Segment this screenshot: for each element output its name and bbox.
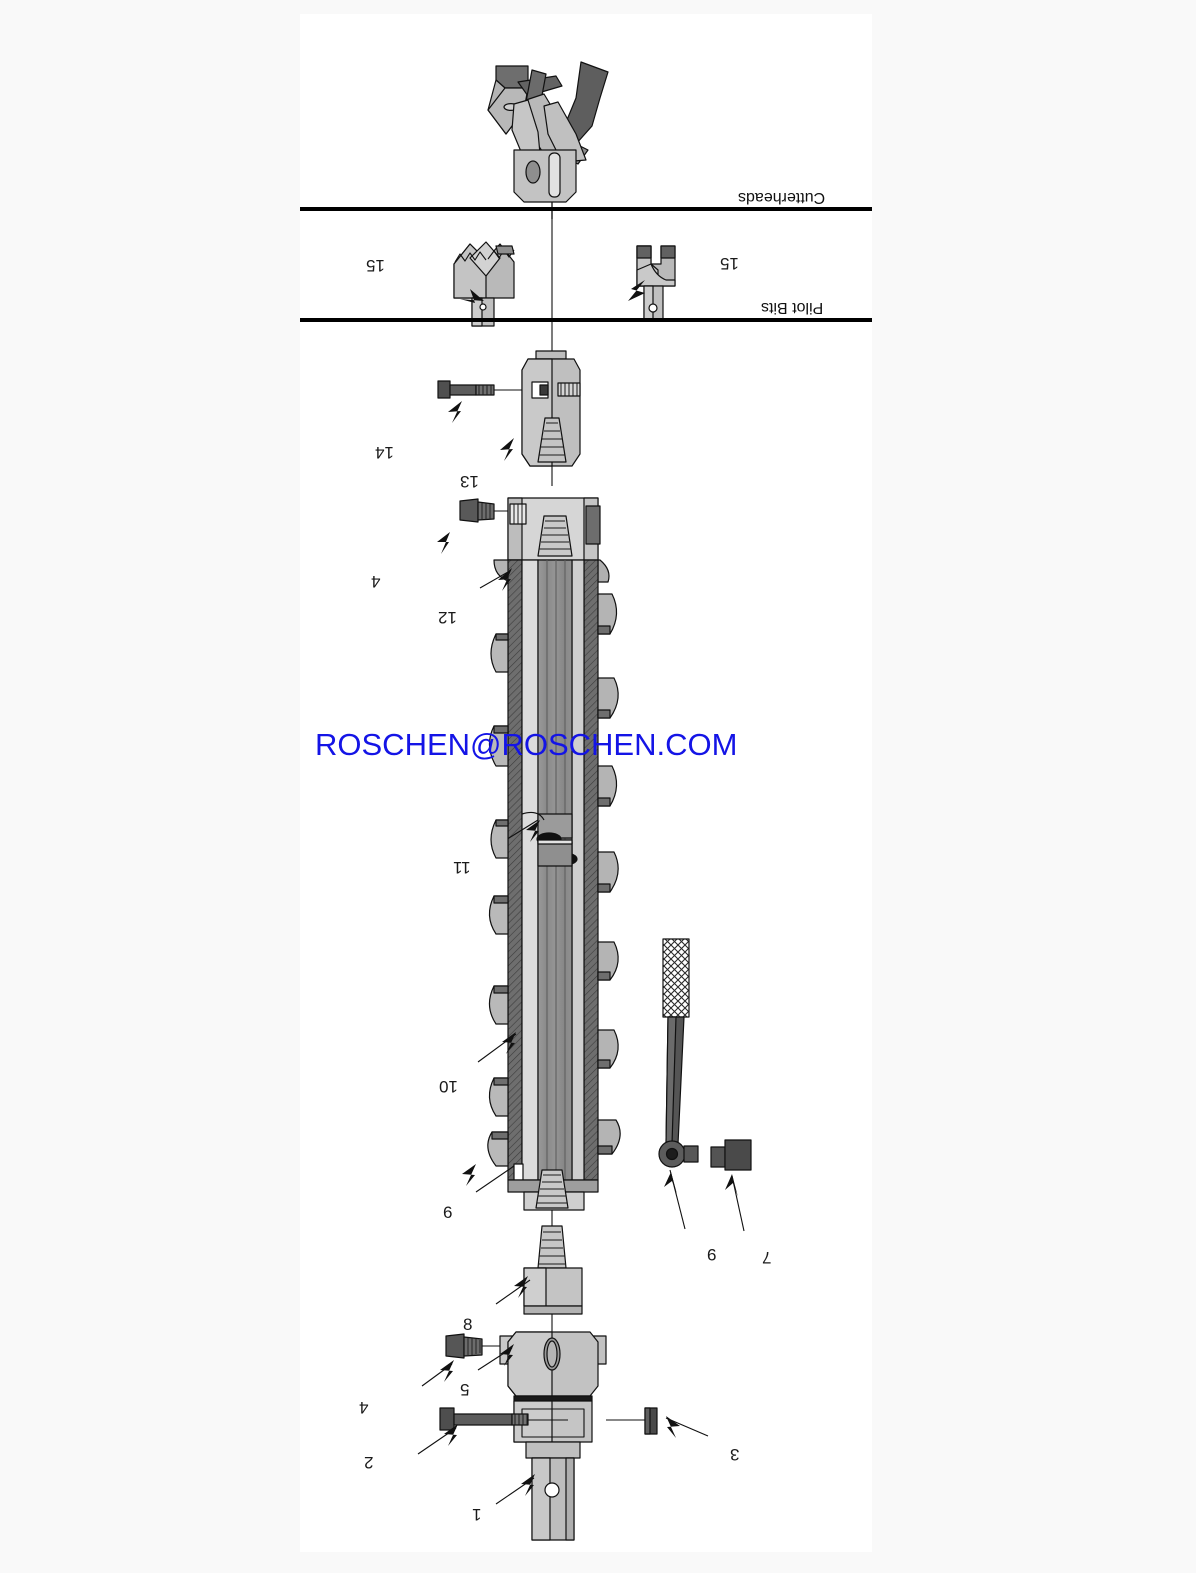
callout-2: 2 (364, 1453, 374, 1472)
part-14-hex-bolt (437, 380, 532, 399)
callout-12: 12 (438, 608, 457, 627)
callout-13: 13 (460, 472, 479, 491)
section-title-pilot-bits: Pilot Bits (761, 299, 824, 316)
callout-3: 3 (730, 1445, 740, 1464)
part-9-knurled-wrench (658, 938, 699, 1230)
cutterhead-assembly (487, 61, 609, 219)
callout-10: 10 (439, 1077, 458, 1096)
part-11-rod-joint (495, 811, 578, 867)
part-12-auger-upper-head (479, 497, 610, 589)
parts-diagram-artwork (417, 61, 752, 1541)
callout-14: 14 (375, 443, 394, 462)
callout-8: 8 (463, 1315, 473, 1334)
part-2-long-hex-bolt (417, 1407, 568, 1455)
part-4-threaded-plug-upper (459, 498, 534, 523)
part-1-drive-shank (495, 1457, 575, 1541)
part-13-top-drive-adapter (521, 326, 581, 486)
part-10-auger-body (477, 559, 621, 1181)
diagram-page: Cutterheads Pilot Bits 15 15 14 13 4 12 … (300, 14, 872, 1552)
part-6-auger-lower-end (475, 1163, 599, 1230)
divider-cutterheads (300, 207, 872, 211)
callout-7: 7 (762, 1248, 772, 1267)
callout-4-upper: 4 (371, 572, 381, 591)
callout-11: 11 (453, 858, 471, 877)
pilot-bit-left (453, 241, 515, 327)
divider-pilot-bits (300, 318, 872, 322)
callout-arrowheads (437, 280, 738, 1496)
part-7-square-drive-block (710, 1139, 752, 1232)
callout-5: 5 (460, 1380, 470, 1399)
part-5-drive-sub-housing (477, 1331, 607, 1459)
part-3-key-block (606, 1407, 709, 1437)
callout-15-right: 15 (720, 254, 739, 273)
section-title-cutterheads: Cutterheads (738, 189, 826, 206)
callout-9: 9 (707, 1245, 717, 1264)
part-4-threaded-plug-lower (421, 1333, 516, 1387)
email-watermark: ROSCHEN@ROSCHEN.COM (315, 727, 738, 762)
callout-1: 1 (472, 1505, 482, 1524)
callout-4-lower: 4 (359, 1398, 369, 1417)
part-8-threaded-coupling (495, 1225, 583, 1332)
callout-6: 6 (443, 1203, 453, 1222)
callout-15-left: 15 (366, 256, 385, 275)
pilot-bit-right (636, 245, 676, 322)
